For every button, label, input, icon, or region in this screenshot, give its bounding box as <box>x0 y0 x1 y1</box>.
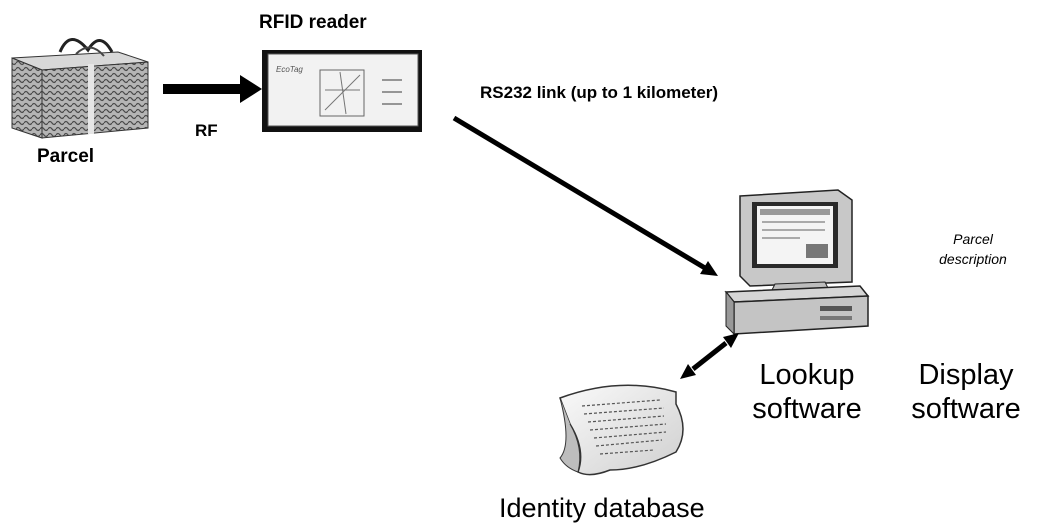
lookup-software-line1: Lookup <box>759 359 855 391</box>
parcel-label: Parcel <box>37 146 95 167</box>
parcel-image <box>11 38 149 139</box>
display-software-line2: software <box>911 393 1021 425</box>
lookup-software-line2: software <box>752 393 862 425</box>
parcel-description-label: Parcel description <box>917 229 1029 269</box>
display-software-line1: Display <box>918 359 1014 391</box>
rf-arrow <box>163 75 262 103</box>
computer-icon <box>724 189 870 336</box>
parcel-description-line2: description <box>939 251 1007 267</box>
lookup-software-label: Lookup software <box>740 358 874 426</box>
database-lookup-arrow <box>680 333 739 379</box>
display-software-label: Display software <box>896 358 1036 426</box>
rfid-reader-label: RFID reader <box>259 12 367 33</box>
rfid-reader-device: EcoTag <box>262 50 422 132</box>
rs232-link-label: RS232 link (up to 1 kilometer) <box>480 83 719 102</box>
identity-database-label: Identity database <box>499 493 705 523</box>
rs232-link-arrow <box>452 115 718 276</box>
parcel-description-line1: Parcel <box>953 231 993 247</box>
rf-label: RF <box>195 121 218 140</box>
identity-database-image <box>559 384 684 476</box>
device-brand-text: EcoTag <box>276 65 303 74</box>
